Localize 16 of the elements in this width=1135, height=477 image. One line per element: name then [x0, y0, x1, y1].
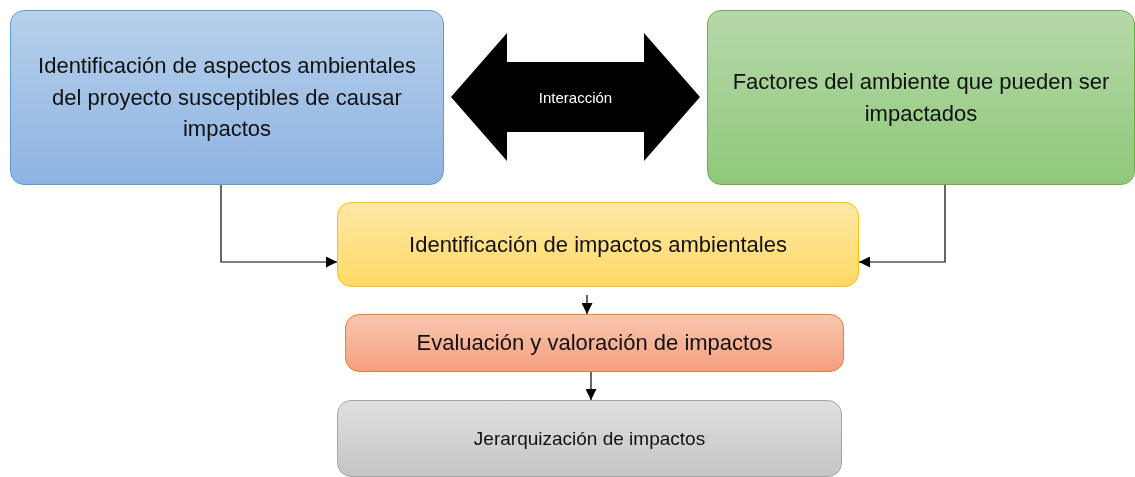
arrow: [220, 184, 338, 268]
box-text: Jerarquización de impactos: [472, 426, 707, 451]
process-box: [707, 10, 1135, 185]
process-box: [337, 400, 842, 477]
arrow: [858, 184, 946, 268]
process-box: [10, 10, 444, 185]
box-text: Factores del ambiente que pueden ser impactados: [731, 67, 1111, 128]
process-box: [345, 314, 844, 372]
edge-label: Interacción: [538, 88, 613, 106]
box-text: Identificación de aspectos ambientales del proyecto susceptibles de causar impactos: [37, 51, 417, 144]
arrow: [581, 294, 593, 315]
box-text: Evaluación y valoración de impactos: [415, 329, 774, 358]
arrow: [585, 371, 597, 401]
double-arrow: [451, 33, 700, 161]
process-box: [337, 202, 859, 287]
box-text: Identificación de impactos ambientales: [408, 230, 788, 259]
